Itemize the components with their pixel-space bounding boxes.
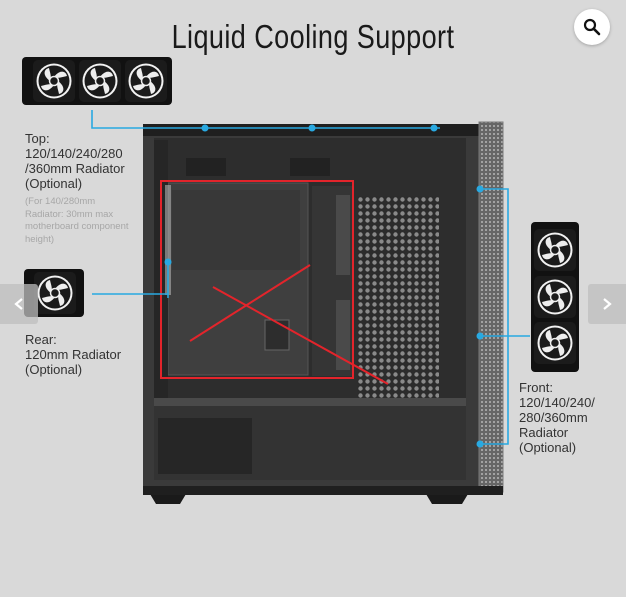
label-line: Radiator [519,425,569,440]
callout-dots [164,124,484,448]
front-radiator-label: Front: 120/140/240/ 280/360mm Radiator (… [519,380,595,455]
note-line: Radiator: 30mm max [25,208,114,220]
red-x-marker [160,180,389,385]
label-line: Top: [25,131,50,146]
label-line: 280/360mm [519,410,588,425]
pc-case [143,121,504,504]
note-line: (For 140/280mm [25,196,96,207]
callout-lines [91,110,530,445]
zoom-button[interactable] [574,9,610,45]
top-radiator-note: (For 140/280mm Radiator: 30mm max mother… [25,196,129,246]
image-title: Liquid Cooling Support [171,18,455,55]
magnifier-icon [583,18,601,36]
rear-radiator [24,269,84,317]
label-line: Front: [519,380,553,395]
top-radiator-label: Top: 120/140/240/280 /360mm Radiator (Op… [25,131,125,191]
label-line: 120/140/240/ [519,395,595,410]
label-line: 120mm Radiator [25,347,122,362]
front-radiator [531,222,579,372]
label-line: Rear: [25,332,57,347]
rear-radiator-label: Rear: 120mm Radiator (Optional) [25,332,121,377]
label-line: (Optional) [25,362,83,377]
label-line: (Optional) [519,440,577,455]
chevron-right-icon [603,298,612,310]
note-line: height) [25,233,55,245]
label-line: 120/140/240/280 [25,146,123,161]
note-line: motherboard component [25,221,129,232]
previous-image-button[interactable] [0,284,38,324]
label-line: /360mm Radiator [25,161,125,176]
next-image-button[interactable] [588,284,626,324]
chevron-left-icon [14,298,23,310]
label-line: (Optional) [25,176,83,191]
top-radiator [22,57,172,105]
